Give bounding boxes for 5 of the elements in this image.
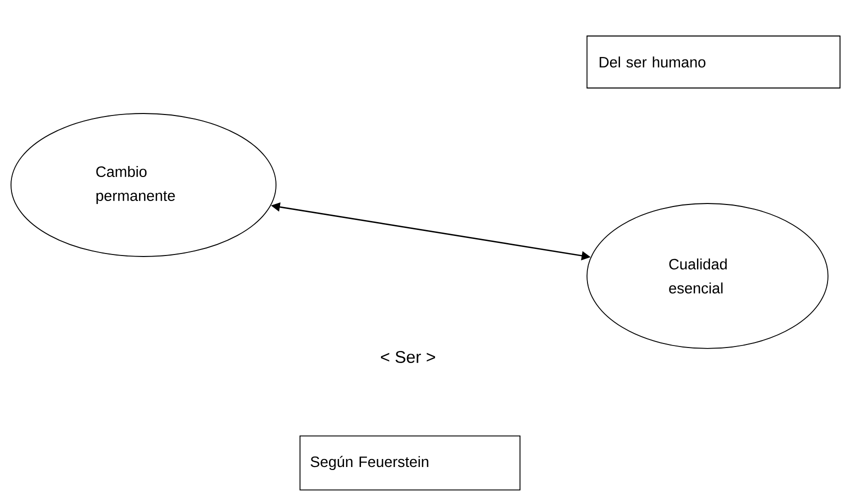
text-box: Del ser humano <box>586 36 840 88</box>
text-box: Según Feuerstein <box>300 436 520 490</box>
label: < Ser > <box>380 350 436 363</box>
ellipse-bubble: Cualidad esencial <box>586 203 828 349</box>
ellipse-bubble: Cambio permanente <box>10 113 276 257</box>
